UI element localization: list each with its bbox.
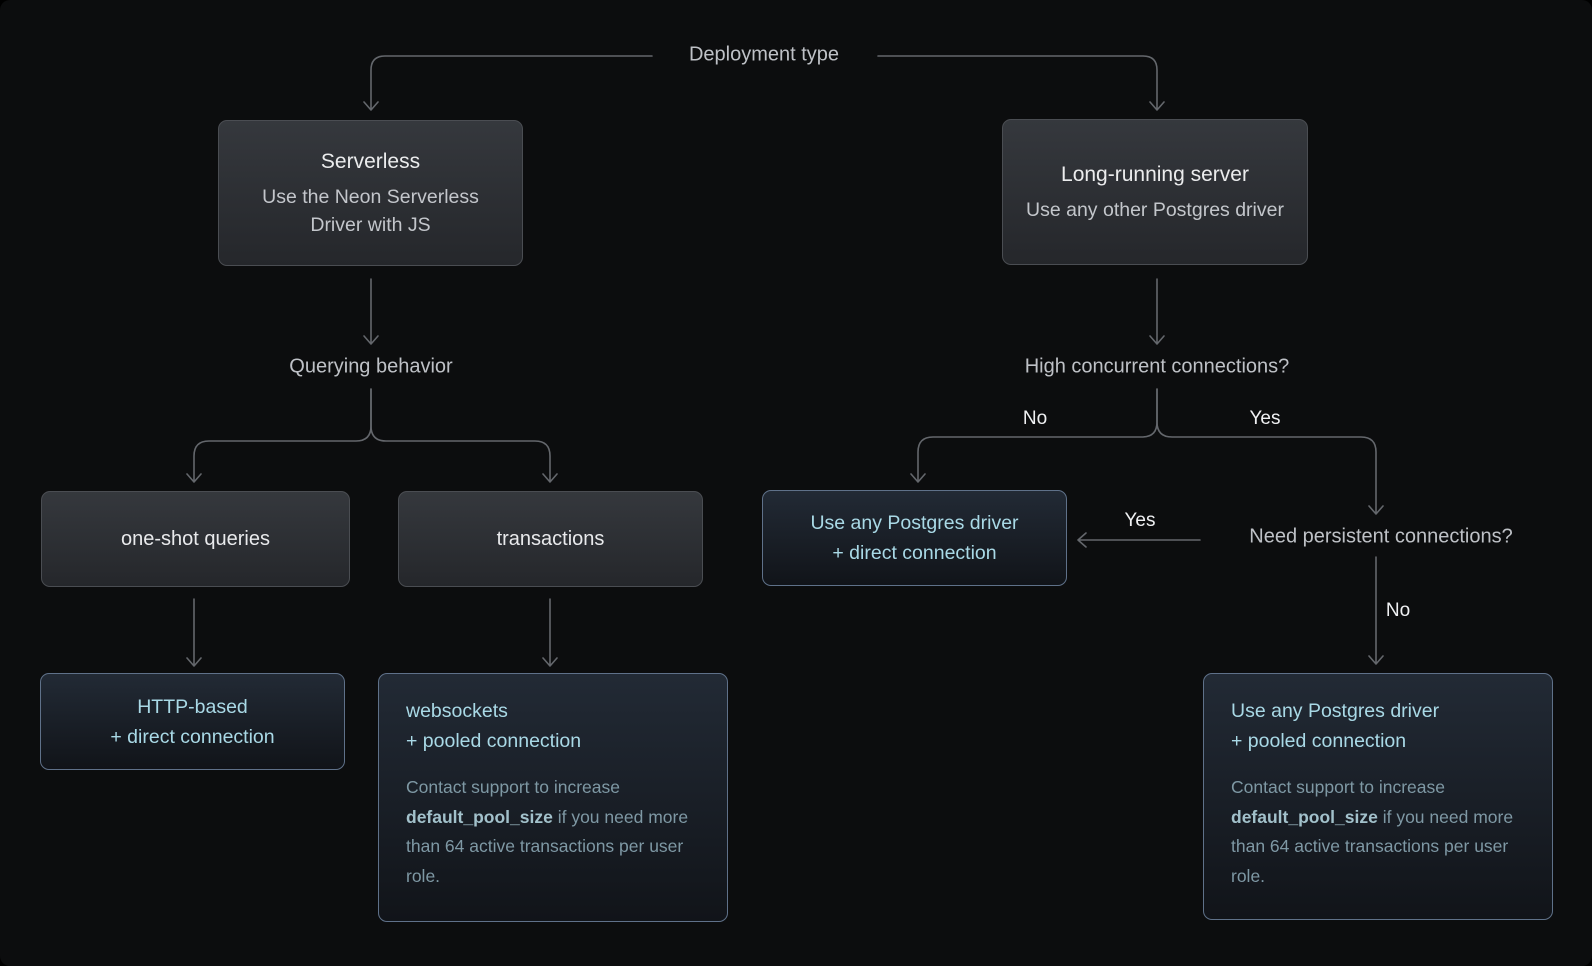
- node-any-driver-direct-connection: Use any Postgres driver + direct connect…: [762, 490, 1067, 586]
- node-one-shot-queries: one-shot queries: [41, 491, 350, 587]
- node-websockets-note: Contact support to increase default_pool…: [406, 773, 700, 891]
- edge-needpersistent-yes-to-direct: [1077, 532, 1201, 548]
- node-long-running-server: Long-running server Use any other Postgr…: [1002, 119, 1308, 265]
- edge-longrunning-to-highcc: [1149, 278, 1165, 345]
- decision-label-need-persistent-connections: Need persistent connections?: [1249, 525, 1513, 548]
- node-http-line2: + direct connection: [110, 725, 275, 748]
- edge-querying-to-oneshot: [186, 388, 372, 483]
- node-http-direct-connection: HTTP-based + direct connection: [40, 673, 345, 770]
- edge-oneshot-to-http: [186, 598, 202, 667]
- node-transactions: transactions: [398, 491, 703, 587]
- note-text-pre: Contact support to increase: [1231, 777, 1446, 797]
- node-pooled-line2: + pooled connection: [1231, 730, 1407, 752]
- root-label-deployment-type: Deployment type: [688, 43, 840, 66]
- note-text-post: if you need more than 64 active transact…: [1231, 806, 1514, 886]
- edge-root-to-serverless: [363, 55, 653, 111]
- node-direct-line2: + direct connection: [832, 542, 997, 564]
- node-serverless-title: Serverless: [320, 150, 421, 173]
- node-long-running-subtitle: Use any other Postgres driver: [1026, 199, 1284, 221]
- node-any-driver-pooled-connection: Use any Postgres driver + pooled connect…: [1203, 673, 1553, 920]
- node-serverless: Serverless Use the Neon Serverless Drive…: [218, 120, 523, 266]
- node-websockets-line2: + pooled connection: [406, 730, 582, 752]
- edge-label-no-high-concurrency: No: [1022, 408, 1048, 429]
- edge-querying-to-transactions: [370, 388, 558, 483]
- node-http-line1: HTTP-based: [137, 695, 248, 718]
- edge-needpersistent-no-to-pooled: [1368, 556, 1384, 665]
- node-websockets-pooled-connection: websockets + pooled connection Contact s…: [378, 673, 728, 922]
- edge-serverless-to-querying: [363, 278, 379, 345]
- node-pooled-line1: Use any Postgres driver: [1231, 700, 1440, 722]
- node-pooled-note: Contact support to increase default_pool…: [1231, 773, 1525, 891]
- node-websockets-line1: websockets: [406, 700, 508, 722]
- node-transactions-label: transactions: [496, 527, 605, 550]
- decision-label-querying-behavior: Querying behavior: [289, 355, 453, 378]
- edge-label-no-need-persistent: No: [1385, 600, 1411, 621]
- edge-label-yes-need-persistent: Yes: [1124, 510, 1156, 531]
- note-default-pool-size: default_pool_size: [1231, 806, 1378, 827]
- node-one-shot-label: one-shot queries: [121, 527, 270, 550]
- edge-highcc-yes-to-needpersistent: [1156, 388, 1384, 515]
- decision-label-high-concurrent-connections: High concurrent connections?: [1024, 355, 1290, 378]
- node-serverless-subtitle: Use the Neon Serverless Driver with JS: [262, 186, 479, 236]
- note-default-pool-size: default_pool_size: [406, 806, 553, 827]
- edge-label-yes-high-concurrency: Yes: [1249, 408, 1281, 429]
- edge-highcc-no-to-direct: [910, 388, 1158, 483]
- node-long-running-title: Long-running server: [1061, 163, 1249, 186]
- note-text-post: if you need more than 64 active transact…: [406, 806, 689, 886]
- edge-transactions-to-websockets: [542, 598, 558, 667]
- note-text-pre: Contact support to increase: [406, 777, 621, 797]
- edge-root-to-longrunning: [877, 55, 1165, 111]
- node-direct-line1: Use any Postgres driver: [810, 512, 1019, 534]
